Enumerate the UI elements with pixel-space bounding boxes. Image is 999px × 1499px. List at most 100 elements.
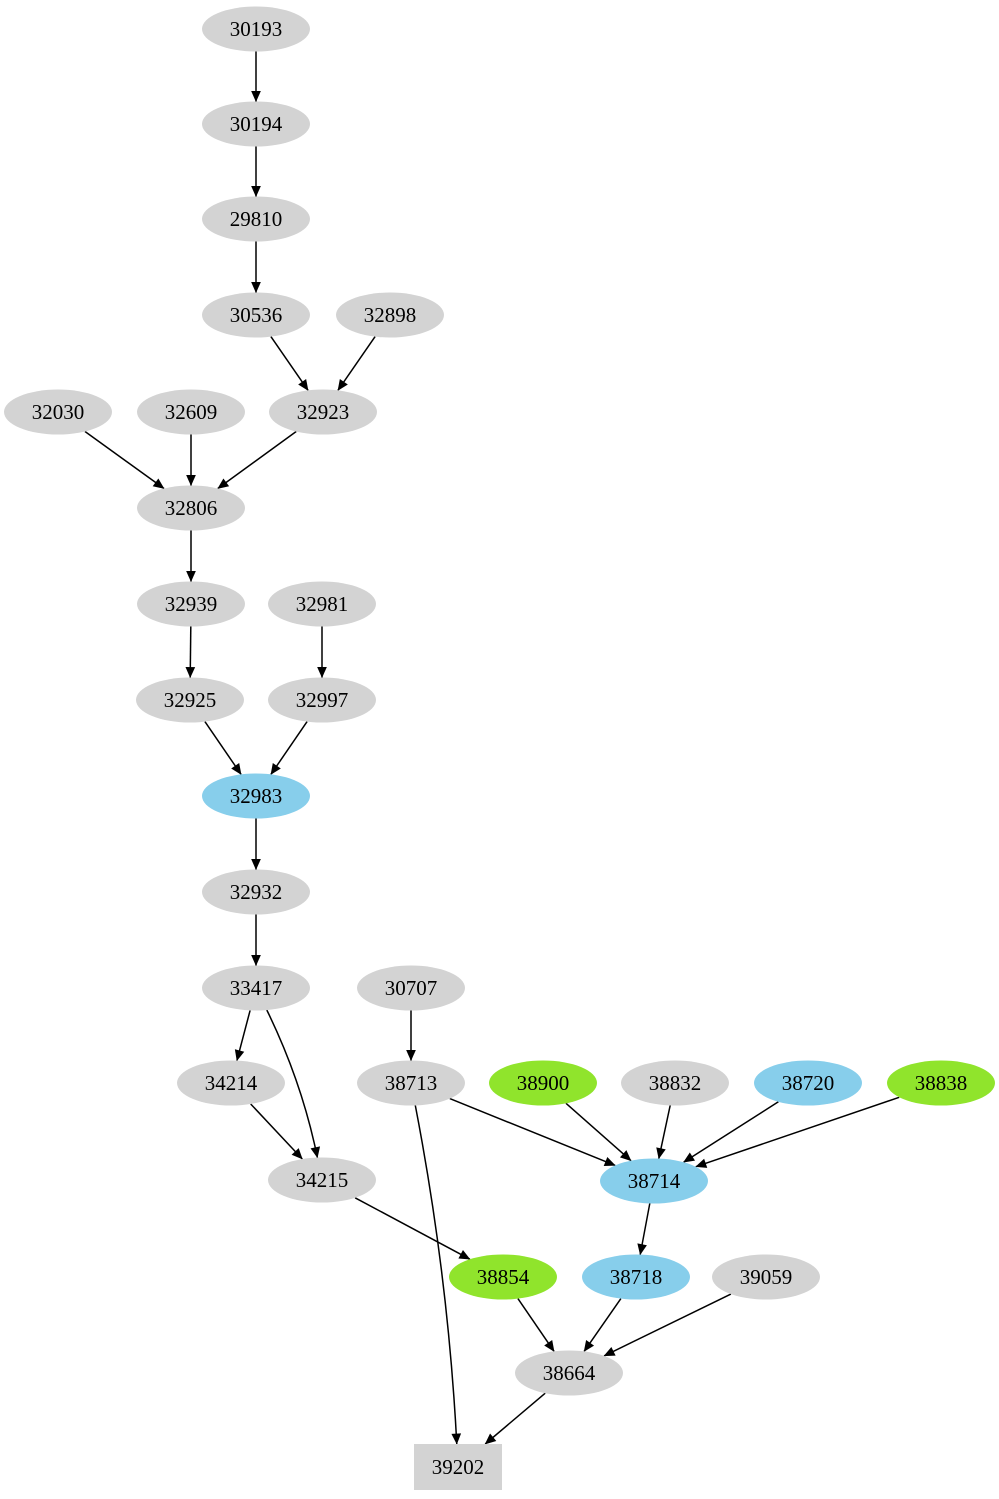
node-label: 34215 [296,1168,349,1192]
node-label: 39202 [432,1455,485,1479]
node-label: 30194 [230,112,283,136]
edge-38714-38718 [637,1203,651,1256]
node-32030: 32030 [4,389,112,435]
edge-38718-38664 [583,1298,622,1352]
node-39059: 39059 [712,1254,820,1300]
node-32898: 32898 [336,292,444,338]
node-34214: 34214 [177,1060,285,1106]
node-30194: 30194 [202,101,310,147]
edge-32925-32983 [204,721,242,775]
node-label: 32981 [296,592,349,616]
node-ellipse [268,1157,376,1203]
node-32925: 32925 [136,677,244,723]
node-label: 32925 [164,688,217,712]
node-label: 32983 [230,784,283,808]
node-38854: 38854 [449,1254,557,1300]
node-ellipse [202,773,310,819]
node-label: 32609 [165,400,218,424]
node-38720: 38720 [754,1060,862,1106]
node-32983: 32983 [202,773,310,819]
edge-32939-32925 [185,626,196,679]
edge-32030-32806 [84,430,165,490]
node-ellipse [582,1254,690,1300]
node-ellipse [449,1254,557,1300]
node-ellipse [269,389,377,435]
edge-33417-34215 [266,1009,321,1159]
node-ellipse [177,1060,285,1106]
edge-38900-38714 [565,1102,632,1162]
node-ellipse [137,581,245,627]
node-38900: 38900 [489,1060,597,1106]
node-29810: 29810 [202,196,310,242]
edge-34215-38854 [354,1197,471,1260]
edge-32898-32923 [337,336,376,391]
node-label: 30536 [230,303,283,327]
node-ellipse [202,101,310,147]
node-ellipse [202,292,310,338]
edge-38838-38714 [695,1096,900,1168]
node-32609: 32609 [137,389,245,435]
node-ellipse [336,292,444,338]
node-label: 33417 [230,976,283,1000]
node-32806: 32806 [137,485,245,531]
node-label: 38838 [915,1071,968,1095]
node-30536: 30536 [202,292,310,338]
node-ellipse [621,1060,729,1106]
node-label: 29810 [230,207,283,231]
edge-38664-39202 [484,1392,546,1445]
node-ellipse [600,1158,708,1204]
node-32932: 32932 [202,869,310,915]
node-ellipse [202,965,310,1011]
node-label: 32997 [296,688,349,712]
node-ellipse [137,389,245,435]
node-label: 38713 [385,1071,438,1095]
node-label: 38832 [649,1071,702,1095]
edge-38854-38664 [517,1298,555,1352]
node-label: 32932 [230,880,283,904]
node-ellipse [268,677,376,723]
node-box [414,1444,502,1490]
node-39202: 39202 [414,1444,502,1490]
edge-38832-38714 [656,1105,671,1160]
node-38714: 38714 [600,1158,708,1204]
node-label: 32898 [364,303,417,327]
node-label: 34214 [205,1071,258,1095]
edge-33417-34214 [234,1010,251,1062]
node-label: 30707 [385,976,438,1000]
node-label: 30193 [230,17,283,41]
node-38832: 38832 [621,1060,729,1106]
edge-38713-39202 [414,1105,462,1445]
node-30707: 30707 [357,965,465,1011]
edge-39059-38664 [603,1293,732,1357]
node-label: 32923 [297,400,350,424]
node-label: 32939 [165,592,218,616]
node-34215: 34215 [268,1157,376,1203]
node-38664: 38664 [515,1350,623,1396]
node-38838: 38838 [887,1060,995,1106]
node-label: 39059 [740,1265,793,1289]
node-32997: 32997 [268,677,376,723]
edge-32923-32806 [217,430,297,490]
edge-38713-38714 [449,1097,616,1167]
edge-38720-38714 [683,1101,779,1163]
node-33417: 33417 [202,965,310,1011]
node-ellipse [137,485,245,531]
node-30193: 30193 [202,6,310,52]
node-32939: 32939 [137,581,245,627]
node-ellipse [268,581,376,627]
node-ellipse [887,1060,995,1106]
edge-32997-32983 [270,721,308,775]
node-label: 38900 [517,1071,570,1095]
node-ellipse [357,965,465,1011]
node-ellipse [136,677,244,723]
node-38713: 38713 [357,1060,465,1106]
node-label: 38714 [628,1169,681,1193]
node-label: 32030 [32,400,85,424]
node-ellipse [489,1060,597,1106]
node-ellipse [202,196,310,242]
node-label: 38854 [477,1265,530,1289]
node-label: 38720 [782,1071,835,1095]
node-label: 38718 [610,1265,663,1289]
